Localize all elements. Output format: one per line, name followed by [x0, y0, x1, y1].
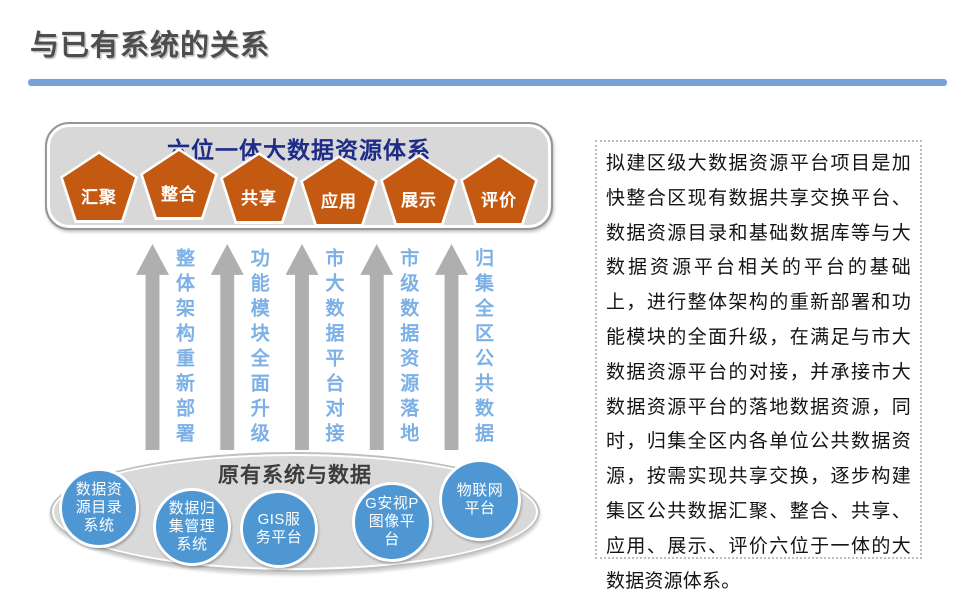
up-arrow-icon — [435, 244, 468, 450]
pentagon-label: 评价 — [481, 190, 517, 210]
page-title: 与已有系统的关系 — [30, 30, 271, 62]
system-circle-image-platform: G安视P 图像平 台 — [352, 482, 432, 562]
system-circle-iot: 物联网 平台 — [439, 459, 521, 541]
pentagon-gongxiang: 共享 — [220, 152, 298, 224]
arrow-unit-5: 归集全区公共数据 — [435, 244, 493, 452]
arrow-unit-4: 市级数据资源落地 — [360, 244, 419, 452]
pentagon-zhenghe: 整合 — [140, 148, 218, 220]
six-in-one-panel: 六位一体大数据资源体系 汇聚 整合 共享 应用 — [45, 122, 553, 230]
system-circle-gis: GIS服 务平台 — [240, 490, 318, 568]
description-box: 拟建区级大数据资源平台项目是加快整合区现有数据共享交换平台、数据资源目录和基础数… — [595, 140, 922, 592]
pentagon-icon: 整合 — [143, 151, 215, 217]
pentagon-label: 展示 — [401, 190, 437, 210]
pentagon-label: 应用 — [321, 191, 357, 211]
title-underline — [28, 79, 947, 86]
description-text: 拟建区级大数据资源平台项目是加快整合区现有数据共享交换平台、数据资源目录和基础数… — [606, 153, 911, 592]
arrow-label: 市大数据平台对接 — [322, 248, 344, 448]
upgrade-arrows: 整体架构重新部署 功能模块全面升级 市大数据平台对接 市级数据资源落地 归集全区… — [136, 244, 493, 452]
pentagon-icon: 展示 — [383, 157, 455, 223]
pentagon-icon: 共享 — [223, 155, 295, 221]
arrow-unit-3: 市大数据平台对接 — [285, 244, 344, 452]
arrow-unit-2: 功能模块全面升级 — [210, 244, 269, 452]
arrow-label: 归集全区公共数据 — [472, 248, 493, 448]
arrow-unit-1: 整体架构重新部署 — [136, 244, 194, 452]
six-in-one-panel-title: 六位一体大数据资源体系 — [167, 137, 431, 163]
pentagon-icon: 汇聚 — [63, 154, 135, 220]
pentagon-zhanshi: 展示 — [380, 154, 458, 226]
arrow-label: 市级数据资源落地 — [397, 248, 419, 448]
up-arrow-icon — [360, 244, 394, 450]
system-circle-data-collection: 数据归 集管理 系统 — [153, 488, 231, 566]
arrow-label: 整体架构重新部署 — [173, 248, 194, 448]
arrow-label: 功能模块全面升级 — [247, 248, 269, 448]
up-arrow-icon — [285, 244, 319, 450]
pentagon-label: 汇聚 — [81, 187, 117, 207]
pentagon-icon: 应用 — [303, 158, 375, 224]
system-circle-data-catalog: 数据资 源目录 系统 — [59, 468, 139, 548]
pentagon-pingjia: 评价 — [460, 154, 538, 226]
pentagon-icon: 评价 — [463, 157, 535, 223]
pentagon-label: 整合 — [161, 184, 197, 204]
up-arrow-icon — [136, 244, 169, 450]
pentagon-label: 共享 — [241, 188, 277, 208]
pentagon-row: 汇聚 整合 共享 应用 展示 — [60, 148, 538, 227]
up-arrow-icon — [210, 244, 244, 450]
legacy-systems-title: 原有系统与数据 — [218, 464, 372, 487]
pentagon-huiju: 汇聚 — [60, 151, 138, 223]
pentagon-yingyong: 应用 — [300, 155, 378, 227]
